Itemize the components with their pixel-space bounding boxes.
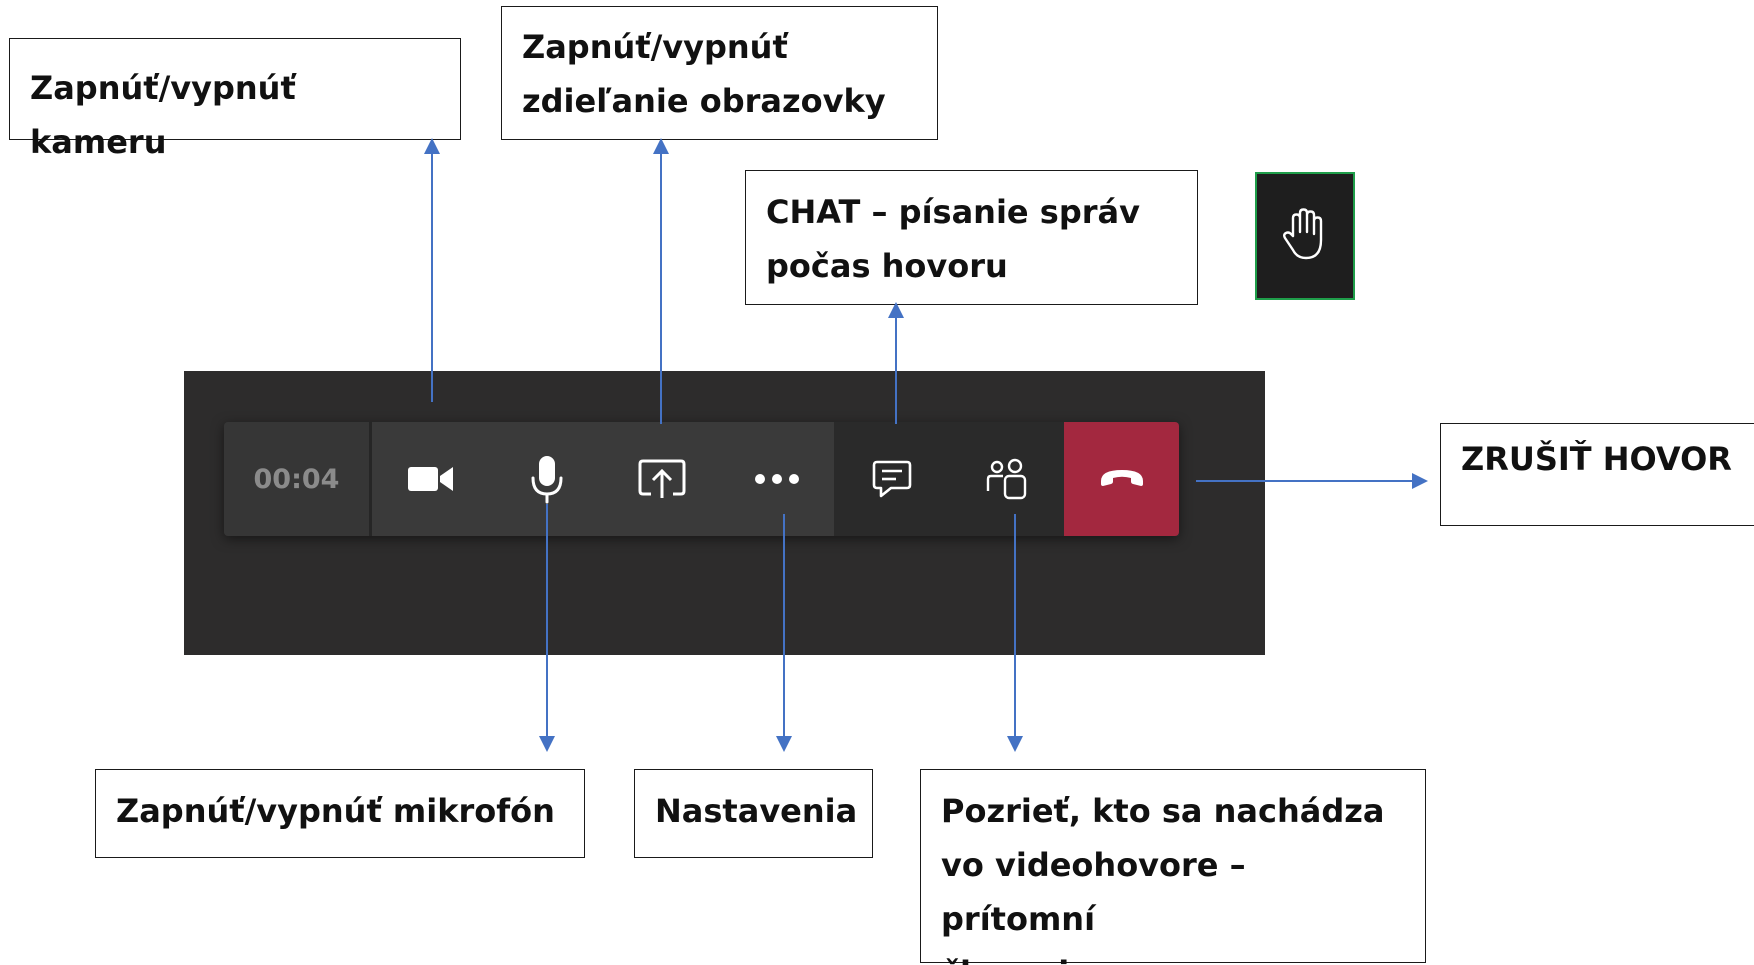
microphone-icon — [529, 454, 565, 504]
toolbar-side-group — [834, 422, 1179, 536]
raise-hand-icon — [1279, 206, 1331, 266]
callout-chat: CHAT – písanie správ počas hovoru — [745, 170, 1198, 305]
chat-icon — [871, 458, 913, 500]
camera-button[interactable] — [372, 422, 489, 536]
hang-up-icon — [1098, 466, 1146, 492]
callout-microphone: Zapnúť/vypnúť mikrofón — [95, 769, 585, 858]
microphone-button[interactable] — [489, 422, 604, 536]
call-timer: 00:04 — [224, 422, 372, 536]
callout-camera: Zapnúť/vypnúť kameru — [9, 38, 461, 161]
callout-share-screen: Zapnúť/vypnúť zdieľanie obrazovky — [501, 6, 938, 140]
chat-button[interactable] — [834, 422, 949, 536]
callout-hang-up: ZRUŠIŤ HOVOR — [1440, 423, 1754, 526]
participants-button[interactable] — [949, 422, 1064, 536]
share-screen-button[interactable] — [604, 422, 719, 536]
participants-icon — [985, 457, 1029, 501]
callout-participants: Pozrieť, kto sa nachádza vo videohovore … — [920, 769, 1426, 965]
toolbar-main-group — [372, 422, 834, 536]
callout-settings: Nastavenia — [634, 769, 873, 858]
raise-hand-box — [1255, 172, 1355, 300]
call-toolbar: 00:04 — [224, 422, 1179, 536]
share-screen-icon — [637, 458, 687, 500]
hang-up-button[interactable] — [1064, 422, 1179, 536]
video-camera-icon — [407, 464, 455, 494]
more-options-button[interactable] — [719, 422, 834, 536]
more-options-icon — [753, 473, 801, 485]
